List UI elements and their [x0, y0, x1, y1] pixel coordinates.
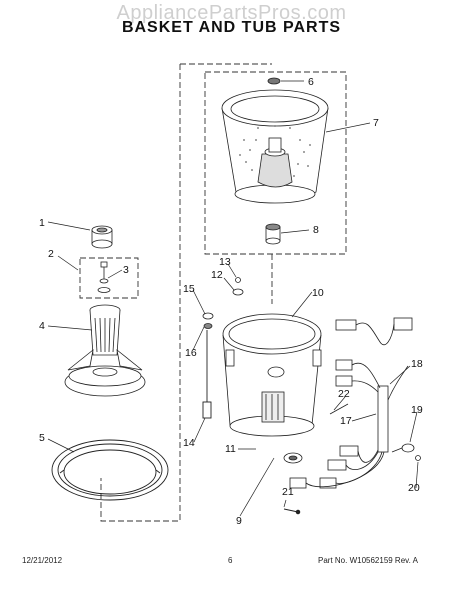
callout-numbers: 1 2 3 4 5 6 7 8 9 10 11 12 13 14 15 16 1…	[39, 76, 423, 527]
page-title: BASKET AND TUB PARTS	[121, 19, 342, 36]
part-seal	[283, 452, 303, 464]
callout-21: 21	[282, 486, 294, 498]
footer-date: 12/21/2012	[22, 556, 63, 565]
part-wire-harness	[289, 317, 413, 489]
callout-13: 13	[219, 256, 231, 268]
callout-5: 5	[39, 432, 45, 444]
footer-page-number: 6	[228, 556, 233, 565]
part-bushing	[91, 225, 113, 249]
callout-8: 8	[313, 224, 319, 236]
watermark-text: AppliancePartsPros.com	[116, 2, 347, 24]
callout-20: 20	[408, 482, 420, 494]
part-nut	[265, 223, 281, 245]
part-switch	[391, 443, 421, 461]
callout-15: 15	[183, 283, 195, 295]
part-ring	[51, 439, 169, 501]
callout-6: 6	[308, 76, 314, 88]
callout-22: 22	[338, 388, 350, 400]
part-suspension-rod	[202, 330, 212, 419]
callout-9: 9	[236, 515, 242, 527]
dashed-frame	[79, 63, 347, 522]
basket-perforations	[239, 125, 311, 177]
part-outer-tub	[222, 313, 322, 437]
callout-10: 10	[312, 287, 324, 299]
leader-lines	[47, 80, 419, 517]
callout-1: 1	[39, 217, 45, 229]
callout-4: 4	[39, 320, 45, 332]
callout-2: 2	[48, 248, 54, 260]
part-screw	[283, 508, 301, 515]
part-cap	[267, 77, 281, 85]
callout-18: 18	[411, 358, 423, 370]
callout-16: 16	[185, 347, 197, 359]
callout-12: 12	[211, 269, 223, 281]
part-agitator	[64, 304, 146, 397]
callout-17: 17	[340, 415, 352, 427]
part-bolt	[97, 261, 111, 293]
callout-3: 3	[123, 264, 129, 276]
callout-7: 7	[373, 117, 379, 129]
callout-19: 19	[411, 404, 423, 416]
part-small-hardware	[202, 277, 244, 329]
footer-part-number: Part No. W10562159 Rev. A	[318, 556, 418, 565]
callout-11: 11	[225, 443, 236, 455]
callout-14: 14	[183, 437, 195, 449]
part-basket	[221, 89, 329, 204]
